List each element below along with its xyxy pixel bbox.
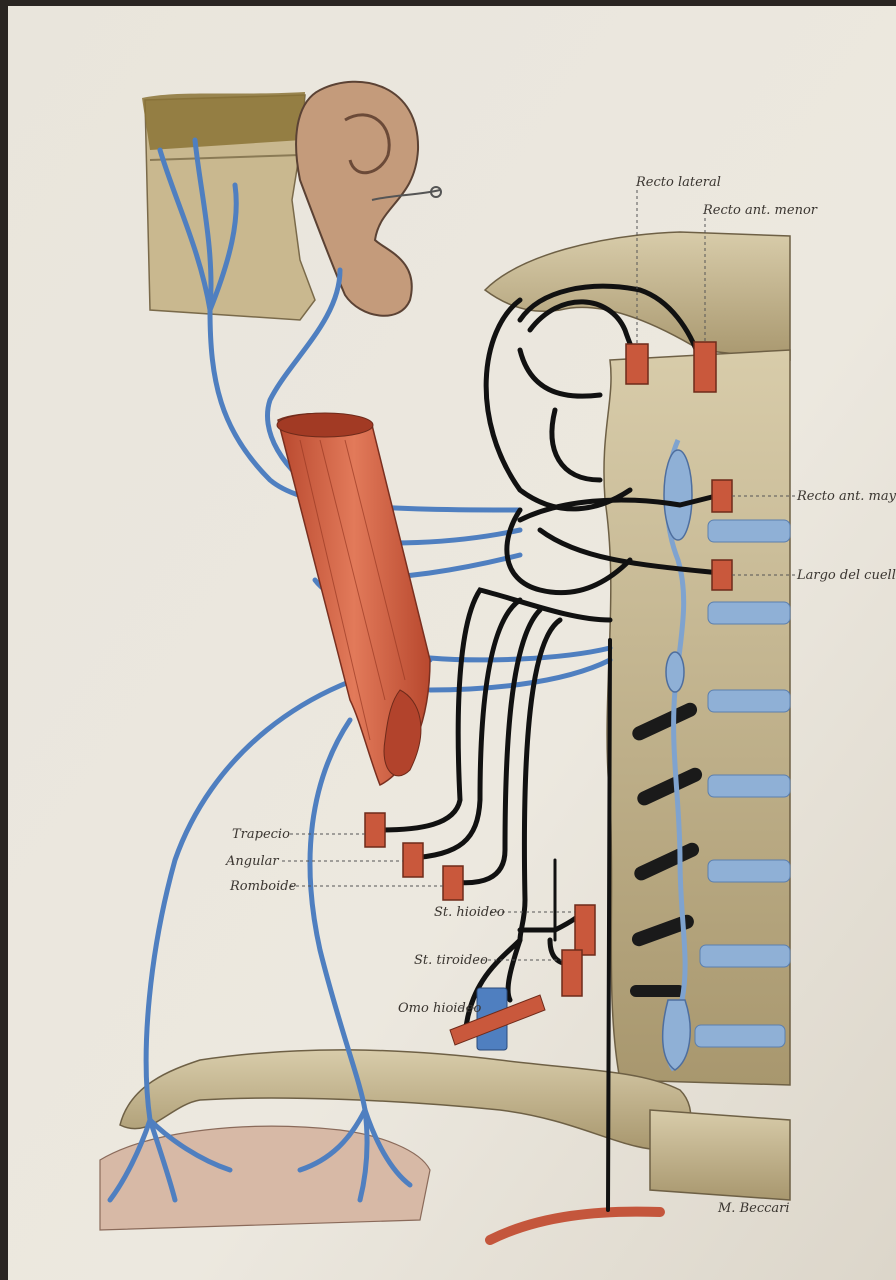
label-romboide: Romboide xyxy=(229,879,297,894)
skull-region xyxy=(142,92,315,320)
label-recto-ant-mayor: Recto ant. mayor xyxy=(796,489,896,504)
label-largo-del-cuello: Largo del cuello xyxy=(796,568,896,583)
label-st-hioideo: St. hioideo xyxy=(434,905,505,920)
cervical-spine xyxy=(604,350,790,1085)
label-recto-ant-menor: Recto ant. menor xyxy=(702,203,818,218)
label-st-tiroideo: St. tiroideo xyxy=(414,953,488,968)
signature: M. Beccari xyxy=(717,1201,790,1216)
label-recto-lateral: Recto lateral xyxy=(635,175,721,190)
label-angular: Angular xyxy=(225,854,279,869)
label-omohioideo: Omo hioideo xyxy=(398,1001,481,1016)
label-trapecio: Trapecio xyxy=(232,827,290,842)
